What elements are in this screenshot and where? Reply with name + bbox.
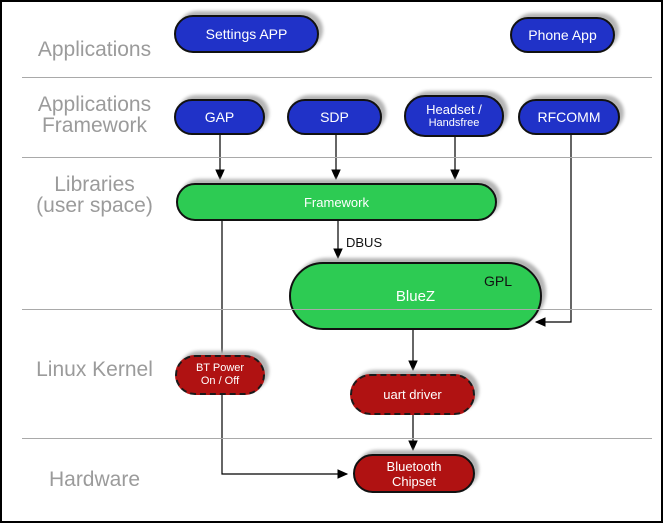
node-headset-label-line2: Handsfree: [428, 117, 480, 129]
node-sdp-label: SDP: [320, 109, 349, 125]
layer-label-libraries-user-space: Libraries (user space): [36, 173, 153, 217]
layer-divider-kernel: [22, 438, 652, 439]
layer-divider-framework: [22, 157, 652, 158]
edge-rfcomm-to-bluez: [534, 135, 572, 327]
layer-label-linux-kernel: Linux Kernel: [36, 358, 153, 381]
node-framework: Framework: [176, 183, 497, 221]
node-gap-label: GAP: [204, 109, 235, 125]
node-phone-app: Phone App: [510, 17, 615, 53]
node-phone-app-label: Phone App: [528, 27, 597, 43]
node-headset-label-line1: Headset /: [426, 102, 482, 117]
node-rfcomm: RFCOMM: [518, 99, 620, 135]
bluez-gpl-license-tag: GPL: [483, 273, 512, 289]
node-sdp: SDP: [287, 99, 382, 135]
layer-label-applications: Applications: [37, 38, 152, 61]
layer-label-applications-framework: Applications Framework: [37, 93, 152, 137]
layer-divider-applications: [22, 77, 652, 78]
node-framework-label: Framework: [303, 194, 369, 210]
node-bluez-label: BlueZ: [395, 287, 436, 305]
edge-label-dbus: DBUS: [346, 235, 383, 250]
edge-framework-to-chipset-via-bt-power: [221, 221, 349, 479]
node-bluez: GPL BlueZ: [289, 262, 542, 330]
node-rfcomm-label: RFCOMM: [537, 109, 601, 125]
node-headset-handsfree: Headset / Handsfree: [404, 95, 504, 137]
node-bt-power-on-off: BT Power On / Off: [175, 355, 265, 395]
node-gap: GAP: [174, 99, 265, 135]
layer-label-hardware: Hardware: [48, 468, 141, 491]
node-settings-app-label: Settings APP: [205, 26, 288, 42]
node-uart-driver: uart driver: [350, 374, 475, 415]
node-settings-app: Settings APP: [174, 15, 319, 53]
node-bluetooth-chipset: Bluetooth Chipset: [353, 454, 475, 493]
node-bt-power-label: BT Power On / Off: [195, 362, 245, 387]
layer-divider-libraries: [22, 309, 652, 310]
node-uart-driver-label: uart driver: [383, 387, 442, 402]
node-bluetooth-chipset-label: Bluetooth Chipset: [386, 458, 442, 489]
